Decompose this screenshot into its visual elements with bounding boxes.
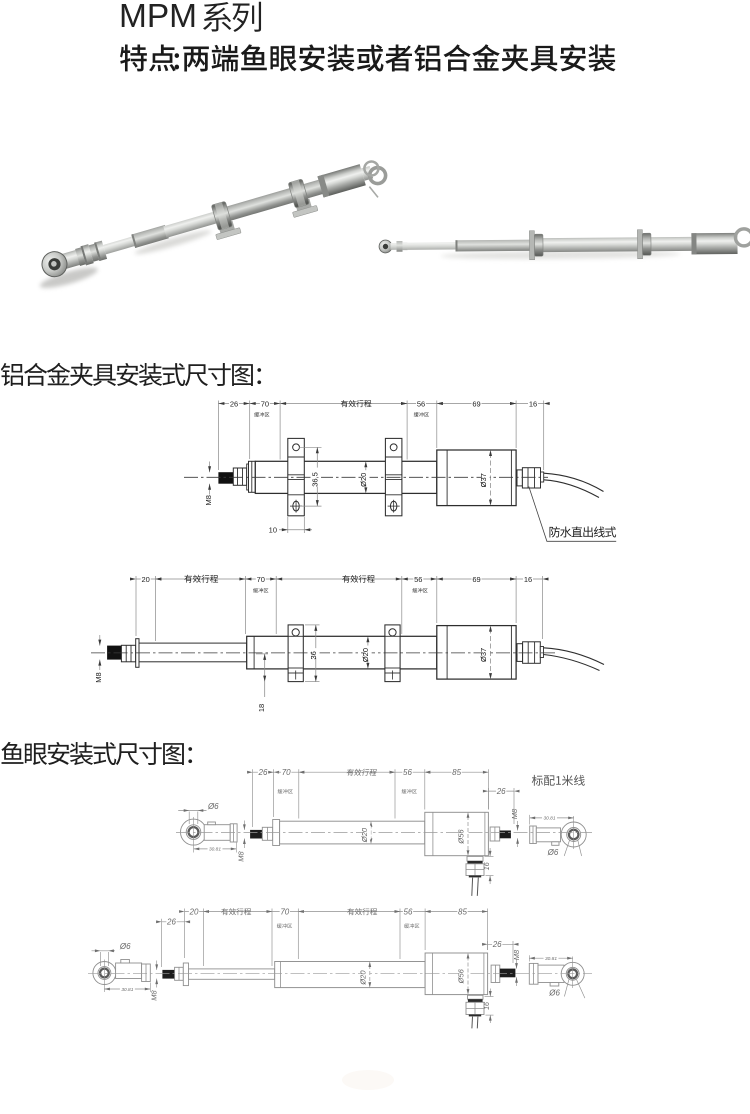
- svg-text:26: 26: [492, 940, 502, 949]
- svg-text:M8: M8: [237, 850, 246, 861]
- svg-text:69: 69: [472, 399, 480, 408]
- svg-text:16: 16: [529, 399, 537, 408]
- svg-text:70: 70: [280, 907, 289, 916]
- svg-text:26: 26: [258, 768, 268, 777]
- svg-text:M8: M8: [512, 949, 521, 960]
- svg-text:30.81: 30.81: [545, 956, 557, 962]
- svg-text:36: 36: [309, 651, 318, 659]
- svg-text:20: 20: [189, 907, 199, 916]
- svg-text:26: 26: [230, 399, 238, 408]
- svg-text:Ø20: Ø20: [360, 827, 369, 843]
- svg-text:26: 26: [166, 918, 176, 927]
- svg-text:70: 70: [282, 768, 291, 777]
- svg-text:Ø56: Ø56: [457, 968, 466, 984]
- svg-text:16: 16: [524, 575, 532, 584]
- svg-text:MPM: MPM: [119, 0, 197, 34]
- svg-text:16: 16: [484, 862, 491, 870]
- svg-text:10: 10: [269, 526, 277, 535]
- svg-text:Ø6: Ø6: [207, 802, 219, 811]
- svg-text:56: 56: [404, 907, 413, 916]
- svg-text:Ø20: Ø20: [361, 648, 370, 662]
- svg-text:56: 56: [417, 399, 425, 408]
- svg-text:18: 18: [257, 704, 266, 712]
- svg-text:Ø6: Ø6: [548, 989, 560, 998]
- svg-text:70: 70: [261, 399, 269, 408]
- svg-text:36,5: 36,5: [310, 472, 319, 487]
- svg-text:69: 69: [472, 575, 480, 584]
- svg-text:M8: M8: [204, 495, 213, 505]
- svg-text:Ø6: Ø6: [547, 848, 559, 857]
- svg-text:20: 20: [142, 575, 150, 584]
- svg-text:Ø20: Ø20: [359, 473, 368, 487]
- svg-text:85: 85: [452, 768, 461, 777]
- svg-text:Ø6: Ø6: [119, 942, 131, 951]
- svg-text:Ø37: Ø37: [479, 473, 488, 487]
- svg-text:Ø20: Ø20: [359, 970, 368, 986]
- svg-text:Ø37: Ø37: [479, 648, 488, 662]
- svg-text:26: 26: [496, 787, 506, 796]
- svg-text:30.81: 30.81: [543, 816, 555, 822]
- svg-text:85: 85: [458, 907, 467, 916]
- svg-text:M8: M8: [149, 989, 158, 1000]
- svg-text:Ø56: Ø56: [457, 829, 466, 845]
- svg-text:M8: M8: [94, 672, 103, 682]
- svg-text:16: 16: [484, 1002, 491, 1010]
- svg-text:M8: M8: [510, 808, 519, 819]
- svg-text:30.81: 30.81: [121, 987, 133, 993]
- svg-text:56: 56: [403, 768, 412, 777]
- svg-text:56: 56: [414, 575, 422, 584]
- svg-text:30.81: 30.81: [209, 847, 221, 853]
- svg-text:70: 70: [257, 575, 265, 584]
